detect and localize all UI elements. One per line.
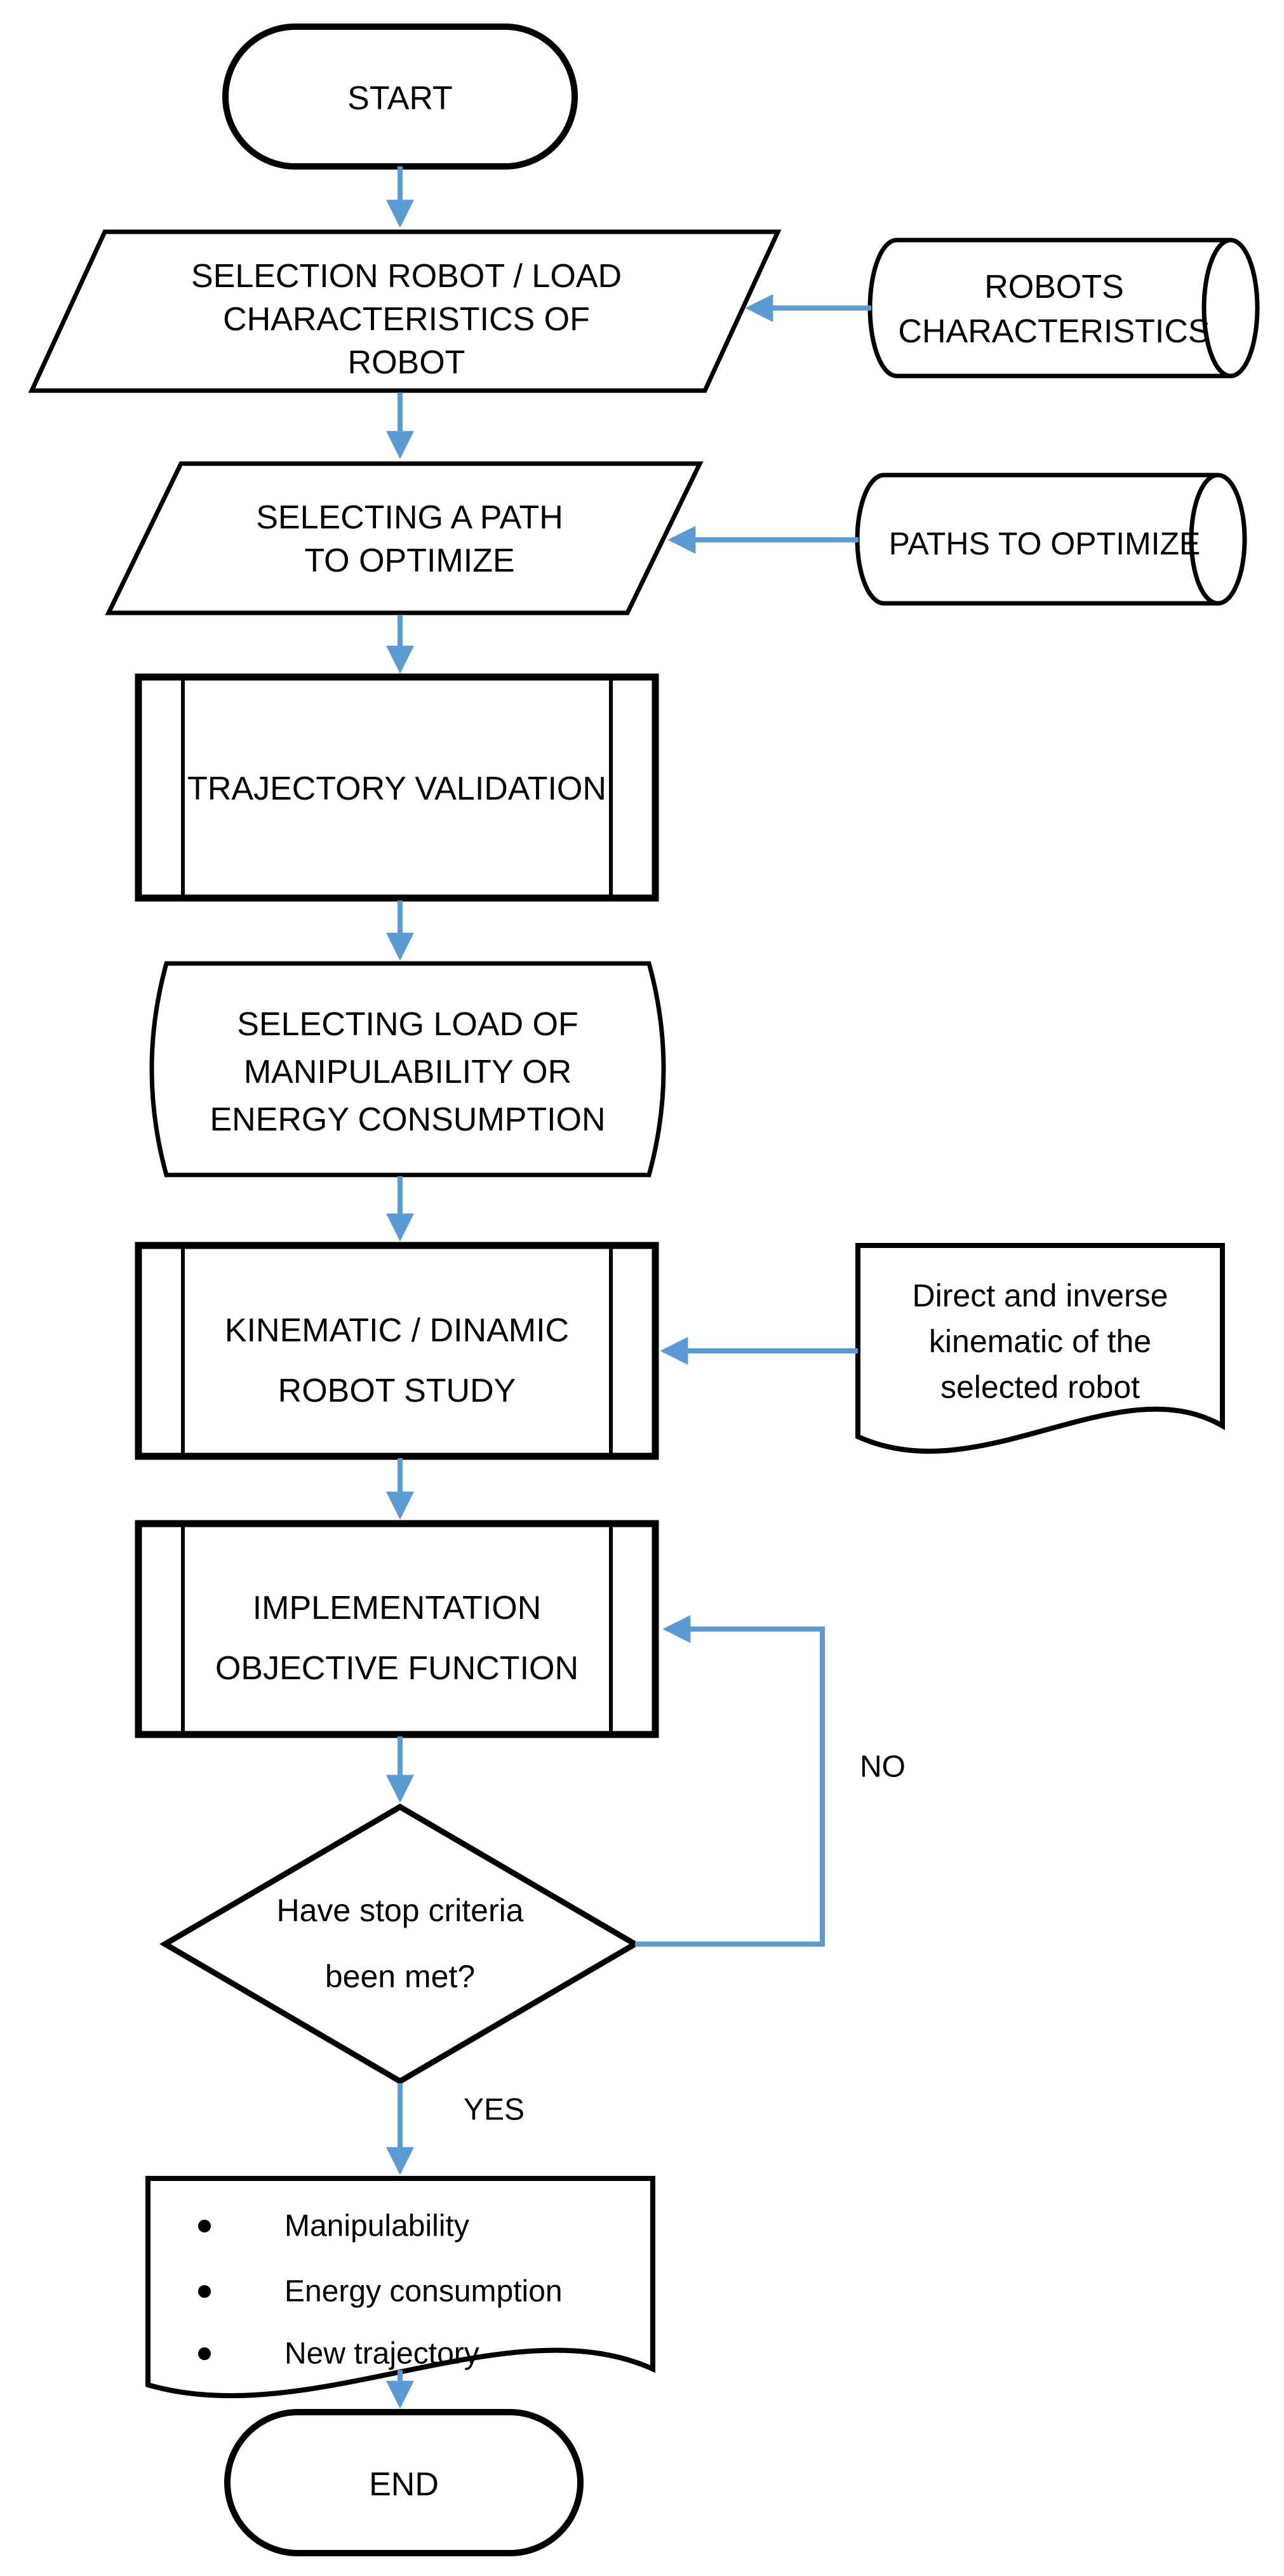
robots-characteristics-cylinder: ROBOTS CHARACTERISTICS	[867, 238, 1260, 379]
paths-to-optimize-label: PATHS TO OPTIMIZE	[889, 526, 1201, 561]
selecting-load-display: SELECTING LOAD OF MANIPULABILITY OR ENER…	[149, 961, 666, 1177]
results-shape	[145, 2176, 655, 2399]
bullet-icon	[198, 2347, 211, 2360]
kinematic-study-line-2: ROBOT STUDY	[278, 1372, 516, 1409]
selecting-load-shape	[149, 961, 666, 1177]
bullet-icon	[198, 2285, 211, 2298]
trajectory-validation-shape	[135, 673, 659, 902]
paths-to-optimize-endcap	[1189, 473, 1247, 606]
selection-robot-shape	[28, 229, 782, 393]
robots-characteristics-line-2: CHARACTERISTICS	[898, 313, 1210, 350]
kinematic-study-process: KINEMATIC / DINAMIC ROBOT STUDY	[135, 1242, 659, 1460]
decision-shape	[159, 1803, 641, 2085]
results-item-1: Manipulability	[284, 2210, 469, 2243]
selection-robot-parallelogram: SELECTION ROBOT / LOAD CHARACTERISTICS O…	[28, 229, 782, 393]
bullet-icon	[198, 2220, 211, 2232]
decision-line-1: Have stop criteria	[276, 1893, 523, 1928]
kinematic-note-shape	[855, 1243, 1225, 1454]
kinematic-note-document: Direct and inverse kinematic of the sele…	[855, 1243, 1225, 1454]
implementation-process: IMPLEMENTATION OBJECTIVE FUNCTION	[135, 1520, 659, 1738]
selecting-load-line-1: SELECTING LOAD OF	[237, 1006, 578, 1043]
selecting-path-line-1: SELECTING A PATH	[256, 499, 563, 536]
robots-characteristics-endcap	[1201, 238, 1260, 379]
results-item-2: Energy consumption	[284, 2275, 563, 2309]
no-loop-connector	[635, 1615, 825, 1947]
paths-to-optimize-cylinder: PATHS TO OPTIMIZE	[855, 473, 1247, 606]
selecting-path-line-2: TO OPTIMIZE	[304, 542, 514, 579]
end-terminator-shape	[224, 2409, 584, 2556]
selecting-load-line-3: ENERGY CONSUMPTION	[210, 1101, 605, 1138]
selection-robot-line-3: ROBOT	[348, 344, 465, 381]
implementation-line-1: IMPLEMENTATION	[253, 1590, 542, 1627]
robots-characteristics-line-1: ROBOTS	[984, 269, 1124, 305]
trajectory-validation-process: TRAJECTORY VALIDATION	[135, 673, 659, 902]
selecting-path-parallelogram: SELECTING A PATH TO OPTIMIZE	[105, 461, 704, 615]
end-node: END	[224, 2409, 584, 2556]
no-edge-label: NO	[860, 1750, 906, 1784]
kinematic-note-line-3: selected robot	[940, 1369, 1140, 1405]
implementation-shape	[135, 1520, 659, 1738]
trajectory-validation-label: TRAJECTORY VALIDATION	[187, 770, 606, 807]
yes-edge-label: YES	[464, 2093, 525, 2127]
kinematic-note-line-2: kinematic of the	[929, 1324, 1151, 1359]
results-document: Manipulability Energy consumption New tr…	[145, 2176, 655, 2399]
decision-diamond: Have stop criteria been met?	[159, 1803, 641, 2085]
kinematic-study-line-1: KINEMATIC / DINAMIC	[225, 1312, 569, 1349]
kinematic-note-line-1: Direct and inverse	[913, 1278, 1168, 1313]
selecting-path-shape	[105, 461, 704, 615]
results-item-3: New trajectory	[284, 2337, 479, 2371]
decision-line-2: been met?	[325, 1959, 475, 1994]
selection-robot-line-2: CHARACTERISTICS OF	[223, 301, 590, 338]
selection-robot-line-1: SELECTION ROBOT / LOAD	[191, 258, 622, 295]
kinematic-study-shape	[135, 1242, 659, 1460]
start-node: START	[222, 23, 578, 170]
robots-characteristics-body	[867, 238, 1231, 379]
start-label: START	[347, 80, 453, 117]
selecting-load-line-2: MANIPULABILITY OR	[244, 1054, 572, 1090]
implementation-line-2: OBJECTIVE FUNCTION	[215, 1650, 578, 1687]
end-label: END	[369, 2466, 439, 2503]
